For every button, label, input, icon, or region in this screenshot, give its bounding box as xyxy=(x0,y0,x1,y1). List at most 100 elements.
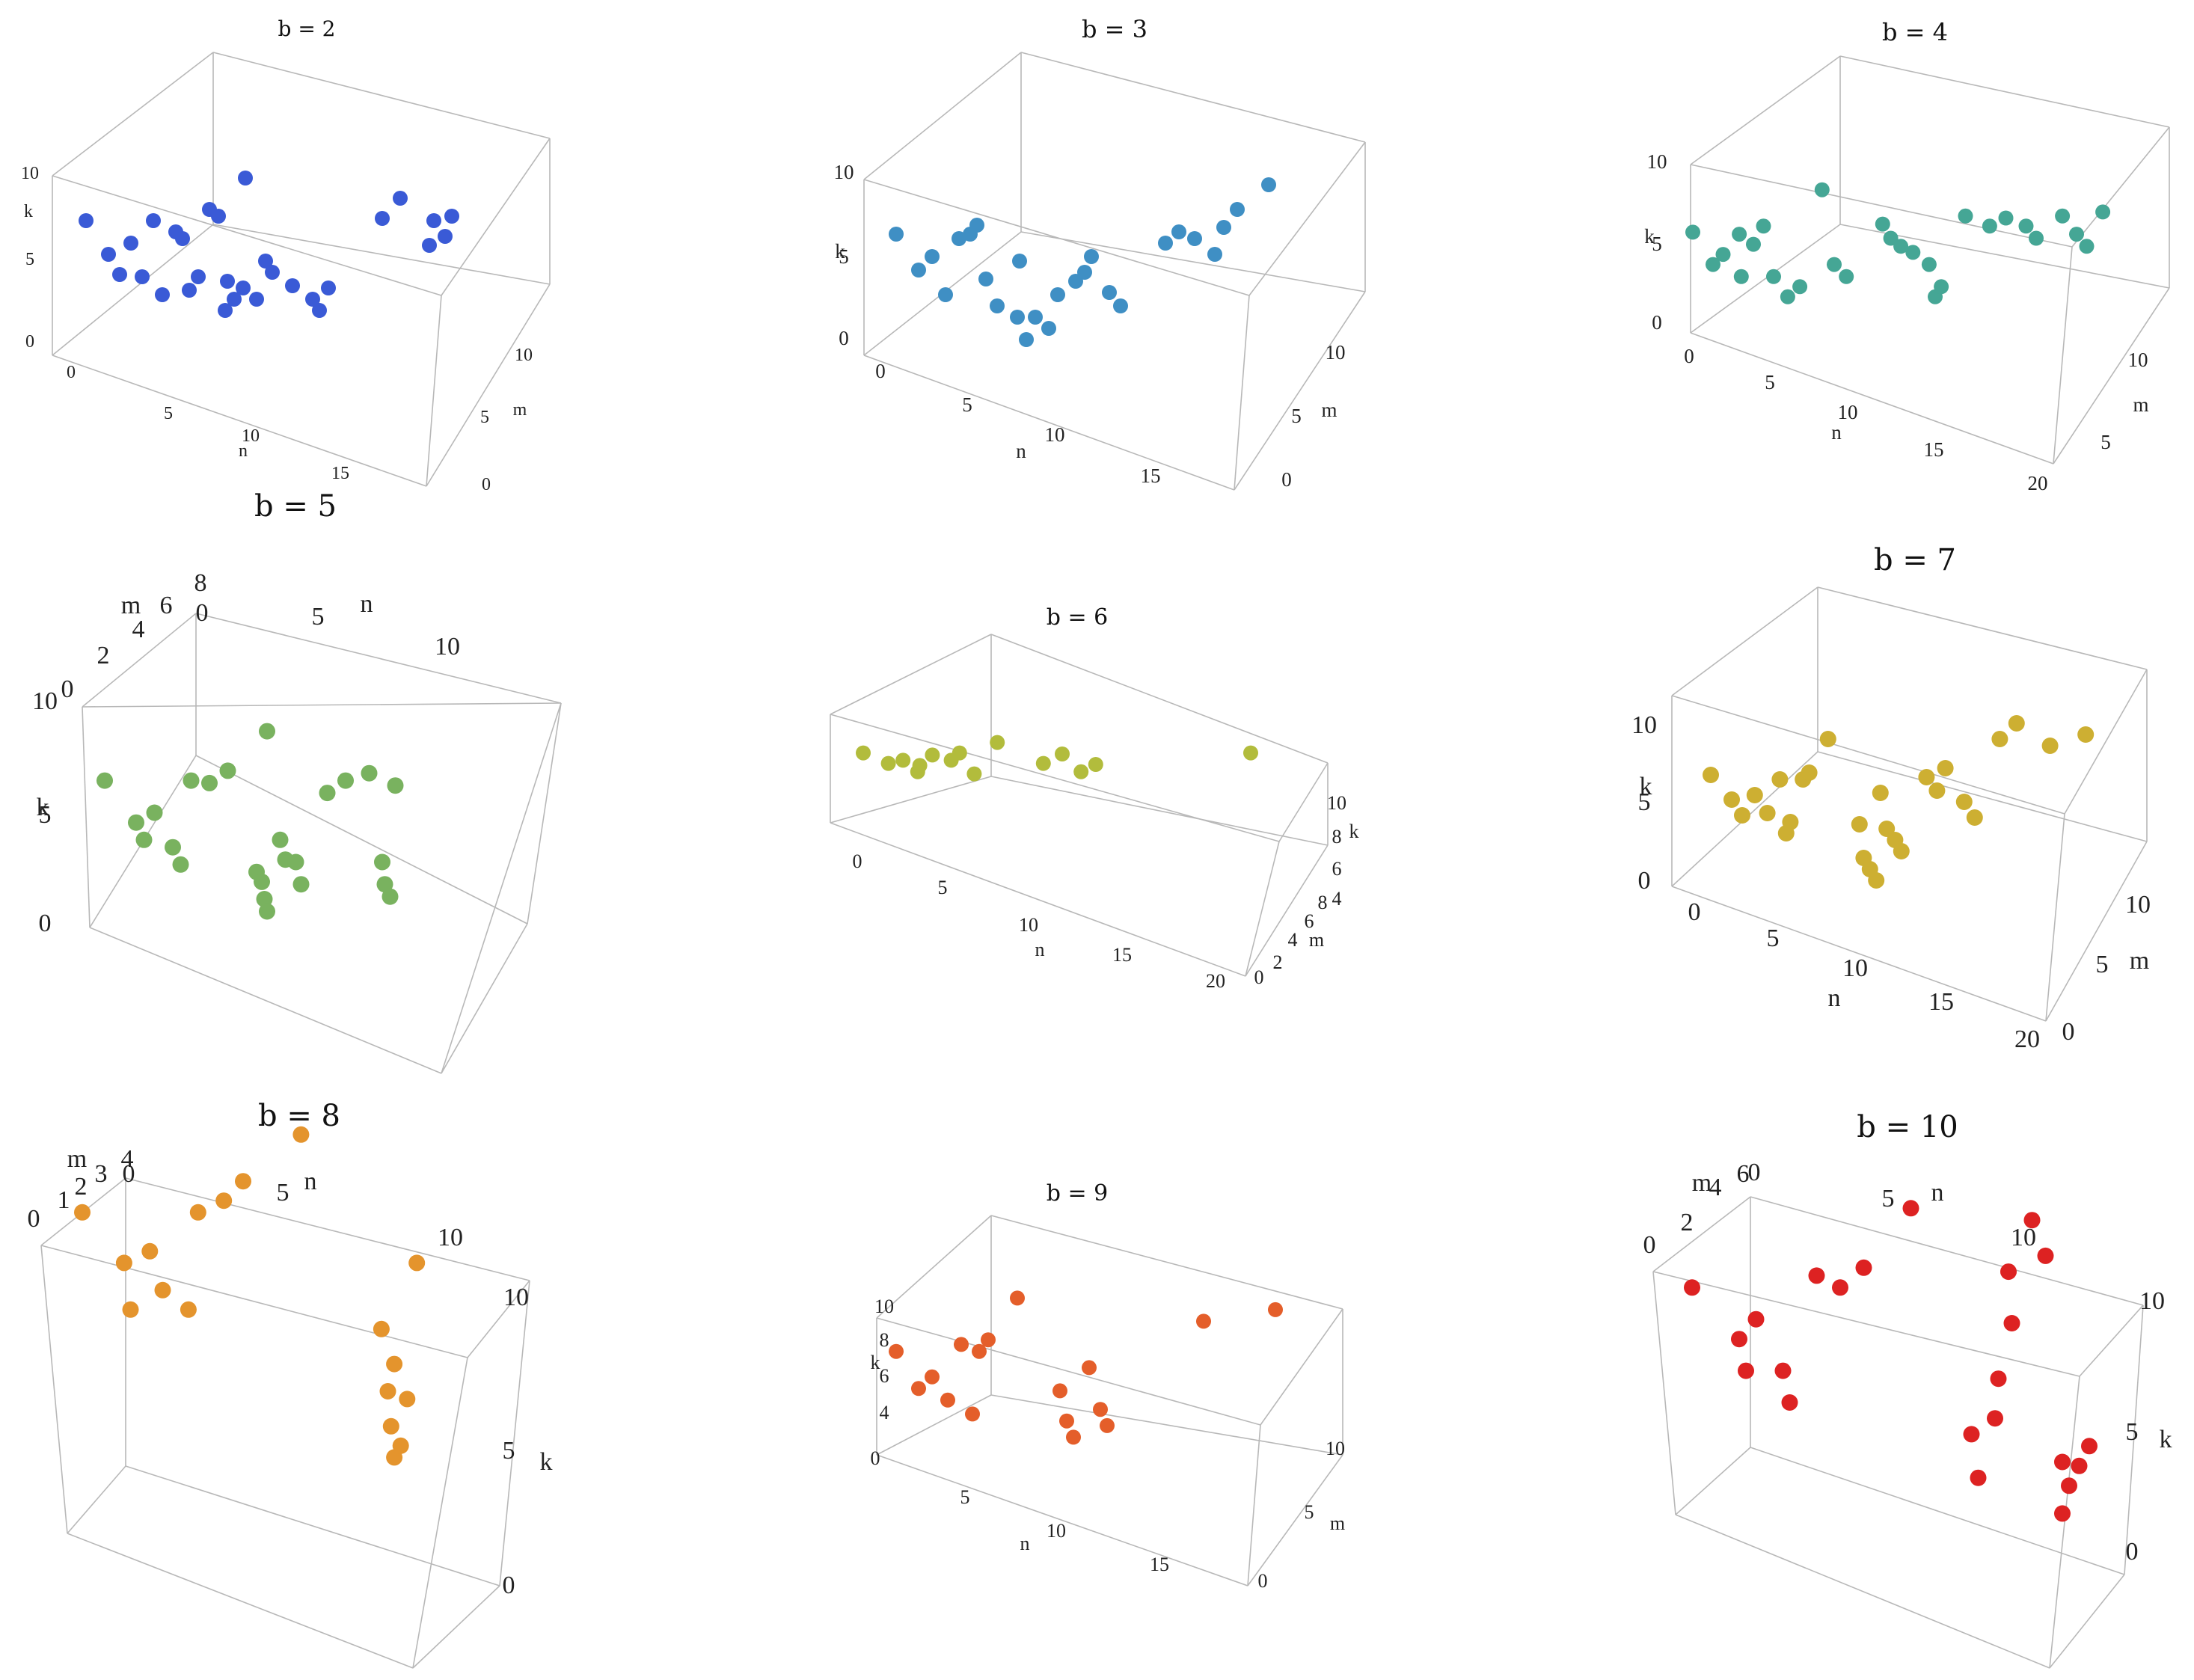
box-edge xyxy=(863,52,1022,180)
data-point xyxy=(135,831,153,848)
data-point xyxy=(392,1437,409,1454)
data-point xyxy=(1819,731,1836,747)
data-point xyxy=(954,1337,969,1352)
box-edge xyxy=(1234,295,1250,491)
tick-label-k: 10 xyxy=(874,1296,894,1317)
chart-title: b = 9 xyxy=(1047,1180,1109,1207)
data-point xyxy=(1782,814,1799,830)
tick-label-n: 5 xyxy=(1767,925,1780,952)
box-edge xyxy=(1278,762,1329,842)
data-point xyxy=(2000,1263,2017,1281)
data-point xyxy=(1684,1279,1700,1296)
axis-label-k: k xyxy=(871,1352,880,1373)
tick-label-m: 2 xyxy=(1681,1209,1694,1236)
data-point xyxy=(1801,764,1818,781)
tick-label-m: 1 xyxy=(58,1186,70,1214)
box-edge xyxy=(990,1394,1343,1456)
data-point xyxy=(79,213,94,228)
box-edge xyxy=(830,714,1280,842)
data-point xyxy=(1987,1410,2003,1427)
box-edge xyxy=(499,1280,530,1587)
tick-label-n: 0 xyxy=(853,850,862,872)
data-point xyxy=(292,876,310,893)
tick-label-m: 4 xyxy=(1288,929,1298,951)
tick-label-k: 10 xyxy=(1631,711,1657,739)
box-edge xyxy=(2071,126,2170,248)
tick-label-m: 0 xyxy=(2062,1018,2075,1046)
data-point xyxy=(2069,227,2084,242)
data-point xyxy=(1970,1469,1987,1486)
data-point xyxy=(1093,1402,1108,1417)
tick-label-n: 5 xyxy=(962,393,972,416)
box-edge xyxy=(1652,1196,1751,1272)
box-edge xyxy=(876,1317,1261,1426)
data-point xyxy=(1010,310,1025,325)
axis-label-n: n xyxy=(1828,984,1841,1012)
box-edge xyxy=(2079,1305,2144,1377)
box-edge xyxy=(426,295,442,487)
data-point xyxy=(101,247,116,262)
axis-label-n: n xyxy=(304,1168,317,1195)
box-edge xyxy=(1675,1514,2050,1669)
data-point xyxy=(1827,257,1842,272)
box-edge xyxy=(2045,813,2065,1022)
tick-label-n: 5 xyxy=(164,404,173,423)
tick-label-n: 15 xyxy=(1141,465,1161,487)
tick-label-n: 0 xyxy=(1748,1159,1761,1186)
data-point xyxy=(1100,1417,1115,1433)
tick-label-m: 0 xyxy=(1258,1570,1268,1592)
tick-label-k: 5 xyxy=(39,801,52,829)
data-point xyxy=(2037,1247,2054,1264)
data-point xyxy=(1937,760,1954,776)
box-edge xyxy=(125,1465,500,1587)
tick-label-n: 20 xyxy=(2028,472,2048,494)
data-point xyxy=(2029,230,2044,246)
data-point xyxy=(172,856,189,873)
tick-label-origin: 0 xyxy=(67,363,76,382)
tick-label-n: 15 xyxy=(1112,944,1132,966)
tick-label-k: 10 xyxy=(503,1284,529,1311)
data-point xyxy=(123,236,138,251)
data-point xyxy=(2055,208,2071,224)
data-point xyxy=(1738,1362,1754,1379)
chart-title: b = 10 xyxy=(1857,1110,1958,1144)
data-point xyxy=(1902,1200,1919,1217)
chart-title: b = 3 xyxy=(1082,15,1147,43)
data-point xyxy=(1019,332,1034,347)
data-point xyxy=(1082,1360,1097,1376)
data-point xyxy=(2077,726,2095,743)
box-edge xyxy=(830,634,992,715)
box-edge xyxy=(412,1585,500,1669)
data-point xyxy=(1073,764,1089,779)
data-point xyxy=(319,785,336,802)
box-edge xyxy=(1671,695,2065,815)
tick-label-n: 5 xyxy=(312,603,325,631)
box-edge xyxy=(2124,1305,2144,1575)
tick-label-m: 5 xyxy=(2096,951,2109,978)
data-point xyxy=(305,292,320,307)
axis-label-m: m xyxy=(2133,393,2148,416)
tick-label-n: 5 xyxy=(938,877,948,898)
tick-label-k: 5 xyxy=(503,1437,515,1465)
data-point xyxy=(940,1392,955,1408)
data-point xyxy=(1746,787,1763,803)
data-point xyxy=(236,280,251,295)
tick-label-m: 0 xyxy=(482,475,491,494)
box-edge xyxy=(990,634,1329,764)
data-point xyxy=(1792,279,1808,295)
data-point xyxy=(1102,285,1117,300)
data-point xyxy=(146,804,163,821)
tick-label-n: 5 xyxy=(960,1486,970,1508)
data-point xyxy=(1759,805,1776,821)
tick-label-n: 10 xyxy=(1842,954,1868,982)
data-point xyxy=(1780,289,1795,304)
data-point xyxy=(1771,771,1789,788)
data-point xyxy=(182,283,197,298)
data-point xyxy=(2041,738,2059,754)
box-edge xyxy=(990,1215,1343,1310)
tick-label-k: 0 xyxy=(839,327,849,349)
data-point xyxy=(399,1391,416,1408)
